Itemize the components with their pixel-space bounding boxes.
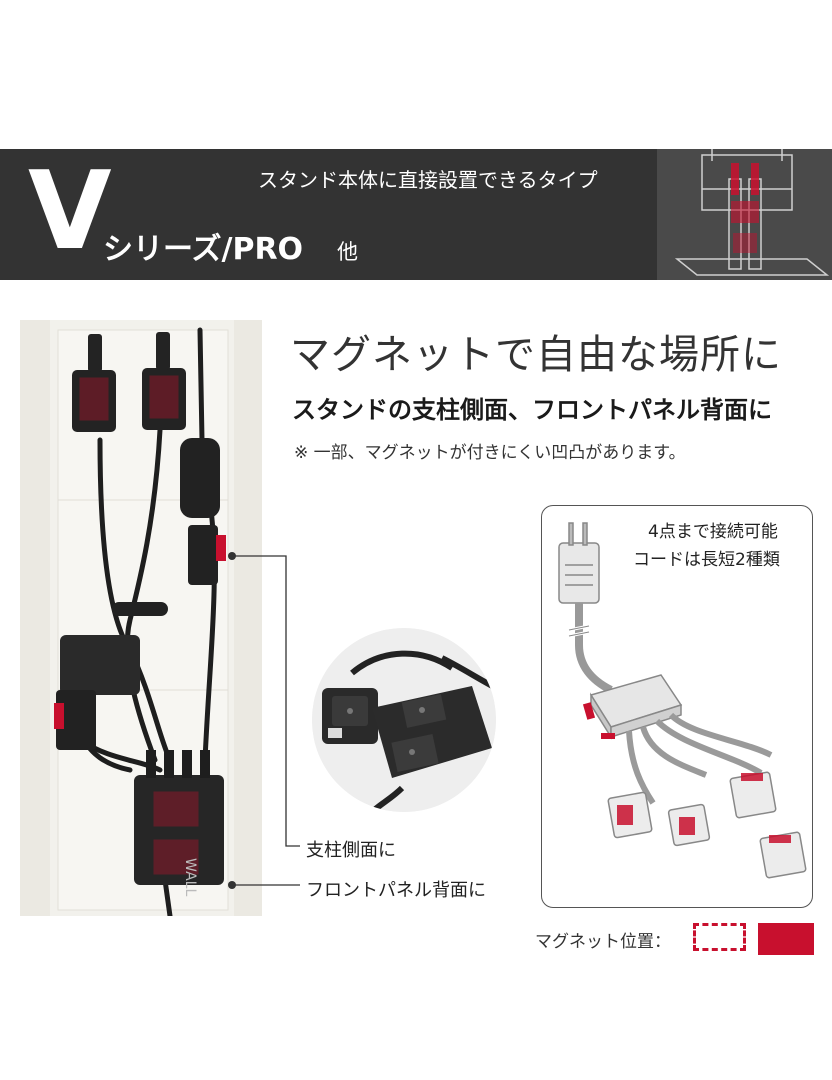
callout-pillar-side: 支柱側面に — [306, 840, 396, 861]
header-tagline: スタンド本体に直接設置できるタイプ — [258, 168, 598, 192]
stand-thumbnail — [657, 149, 832, 280]
legend-swatch-dashed — [693, 923, 746, 951]
legend-swatch-solid — [758, 923, 814, 955]
callout-front-panel-back: フロントパネル背面に — [306, 880, 486, 901]
photo-brand-mark: WALL — [182, 858, 198, 896]
note-text: ※ 一部、マグネットが付きにくい凹凸があります。 — [294, 443, 686, 463]
main-heading: マグネットで自由な場所に — [290, 332, 782, 378]
legend-label: マグネット位置： — [535, 932, 671, 952]
diagram-caption-cords: コードは長短2種類 — [633, 550, 780, 570]
series-suffix: 他 — [337, 240, 358, 264]
stand-cable-photo: WALL — [20, 320, 262, 916]
power-strip-illustration — [558, 522, 807, 879]
series-name: シリーズ/PRO — [103, 232, 304, 267]
sub-heading: スタンドの支柱側面、フロントパネル背面に — [292, 396, 772, 424]
series-letter: V — [28, 149, 112, 274]
power-strip-photo — [312, 628, 496, 812]
diagram-caption-connections: 4点まで接続可能 — [648, 522, 778, 542]
tv-stand-illustration — [674, 149, 830, 276]
